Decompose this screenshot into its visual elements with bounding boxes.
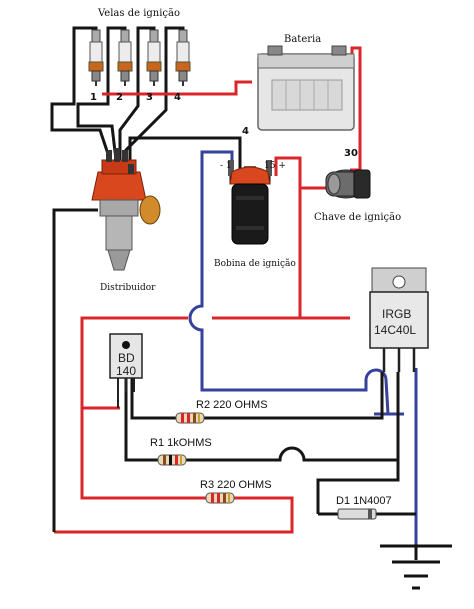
- resistor-r2: [175, 412, 205, 424]
- r3-label: R3 220 OHMS: [200, 479, 272, 491]
- bd140-transistor: [109, 333, 143, 408]
- resistor-r1: [157, 454, 187, 466]
- distributor-label: Distribuidor: [100, 283, 156, 293]
- spark-plug-1: [88, 29, 104, 86]
- terminal-4-label: 4: [242, 126, 249, 137]
- spark-plug-3: [146, 29, 162, 86]
- spark-plugs-label: Velas de ignição: [97, 8, 180, 19]
- plug-number-3: 3: [146, 92, 153, 103]
- igbt-label-line1: IRGB: [382, 307, 411, 321]
- r1-label: R1 1kOHMS: [150, 437, 212, 449]
- resistor-r3: [205, 492, 235, 504]
- key-switch-label: Chave de ignição: [314, 212, 401, 223]
- r2-label: R2 220 OHMS: [196, 399, 268, 411]
- spark-plug-4: [175, 29, 191, 86]
- terminal-30-label: 30: [344, 148, 358, 159]
- coil-positive-label: 15 +: [264, 161, 286, 171]
- red-wires: [54, 46, 362, 534]
- coil-negative-label: - 1: [220, 161, 232, 171]
- plug-number-2: 2: [116, 92, 123, 103]
- diode-d1: [337, 508, 377, 520]
- bd140-label-line1: BD: [118, 351, 135, 365]
- bd140-label-line2: 140: [116, 364, 136, 378]
- d1-label: D1 1N4007: [336, 495, 392, 507]
- spark-plugs: [88, 29, 191, 86]
- plug-number-1: 1: [90, 92, 97, 103]
- plug-number-4: 4: [174, 92, 181, 103]
- spark-plug-2: [117, 29, 133, 86]
- key-switch: [325, 169, 371, 199]
- distributor: [91, 148, 161, 271]
- coil-label: Bobina de ignição: [214, 258, 296, 269]
- black-wires: [52, 136, 418, 560]
- igbt-transistor: [369, 267, 429, 372]
- ignition-coil: [228, 160, 272, 245]
- ground-symbol: [380, 544, 452, 590]
- igbt-label-line2: 14C40L: [374, 323, 416, 337]
- battery-label: Bateria: [284, 34, 321, 45]
- battery: [257, 45, 355, 131]
